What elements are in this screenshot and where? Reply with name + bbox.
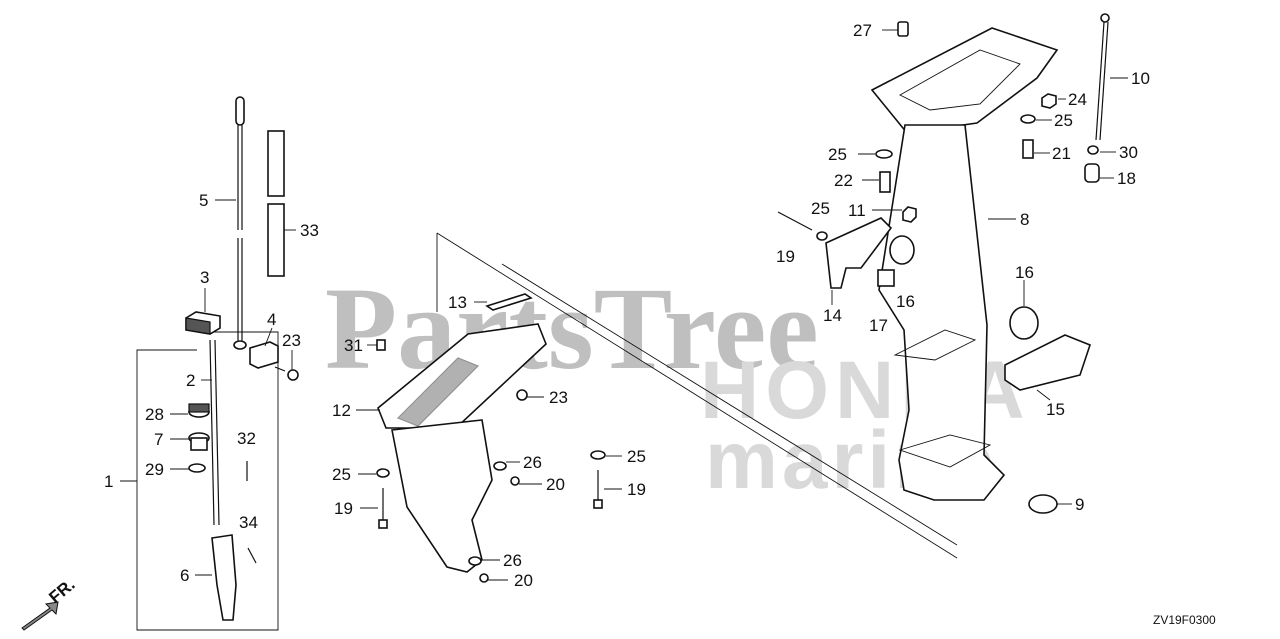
callout-24: 24 — [1068, 90, 1087, 109]
callout-7: 7 — [154, 430, 163, 449]
callout-28: 28 — [145, 405, 164, 424]
callout-25-bracket: 25 — [811, 199, 830, 218]
callout-10: 10 — [1131, 69, 1150, 88]
callout-12: 12 — [332, 401, 351, 420]
callout-18: 18 — [1117, 169, 1136, 188]
callout-19-mid: 19 — [627, 480, 646, 499]
callout-16-top: 16 — [1015, 263, 1034, 282]
callout-34: 34 — [239, 513, 258, 532]
callout-numbers: 1 2 3 4 5 6 7 8 9 10 11 12 13 14 15 16 1… — [104, 21, 1150, 590]
front-direction-arrow: FR. — [21, 575, 79, 631]
callout-20-upper: 20 — [546, 475, 565, 494]
callout-2: 2 — [186, 371, 195, 390]
leader-lines — [170, 29, 1128, 581]
callout-25-top-right: 25 — [1054, 111, 1073, 130]
callout-19-right: 19 — [776, 247, 795, 266]
callout-5: 5 — [199, 191, 208, 210]
callout-13: 13 — [448, 293, 467, 312]
callout-21: 21 — [1052, 144, 1071, 163]
group-bracket-lines — [120, 232, 958, 631]
callout-23-mid: 23 — [549, 388, 568, 407]
callout-4: 4 — [267, 310, 276, 329]
callout-26-lower: 26 — [503, 551, 522, 570]
callout-30: 30 — [1119, 143, 1138, 162]
shift-rod-assembly — [185, 96, 299, 621]
callout-19-left: 19 — [334, 499, 353, 518]
extension-case-assembly — [777, 13, 1110, 514]
callout-26-upper: 26 — [523, 453, 542, 472]
callout-23-left: 23 — [282, 331, 301, 350]
exhaust-cover-assembly — [376, 293, 606, 583]
callout-25-left: 25 — [332, 465, 351, 484]
callout-3: 3 — [200, 268, 209, 287]
callout-6: 6 — [180, 566, 189, 585]
front-arrow-label: FR. — [45, 575, 78, 607]
callout-27: 27 — [853, 21, 872, 40]
callout-11: 11 — [848, 201, 866, 220]
callout-33: 33 — [300, 221, 319, 240]
callout-9: 9 — [1075, 495, 1084, 514]
callout-25-mid: 25 — [627, 447, 646, 466]
callout-14: 14 — [823, 306, 842, 325]
callout-17: 17 — [869, 316, 888, 335]
callout-1: 1 — [104, 472, 113, 491]
callout-16-mid: 16 — [896, 292, 915, 311]
callout-29: 29 — [145, 460, 164, 479]
callout-20-lower: 20 — [514, 571, 533, 590]
watermark-partstree: PartsTree — [325, 263, 819, 394]
callout-32: 32 — [237, 429, 256, 448]
callout-25-top: 25 — [828, 145, 847, 164]
arrow-icon — [21, 601, 59, 631]
callout-15: 15 — [1046, 400, 1065, 419]
callout-8: 8 — [1020, 210, 1029, 229]
callout-22: 22 — [834, 171, 853, 190]
diagram-code: ZV19F0300 — [1153, 613, 1216, 627]
callout-31: 31 — [344, 336, 363, 355]
